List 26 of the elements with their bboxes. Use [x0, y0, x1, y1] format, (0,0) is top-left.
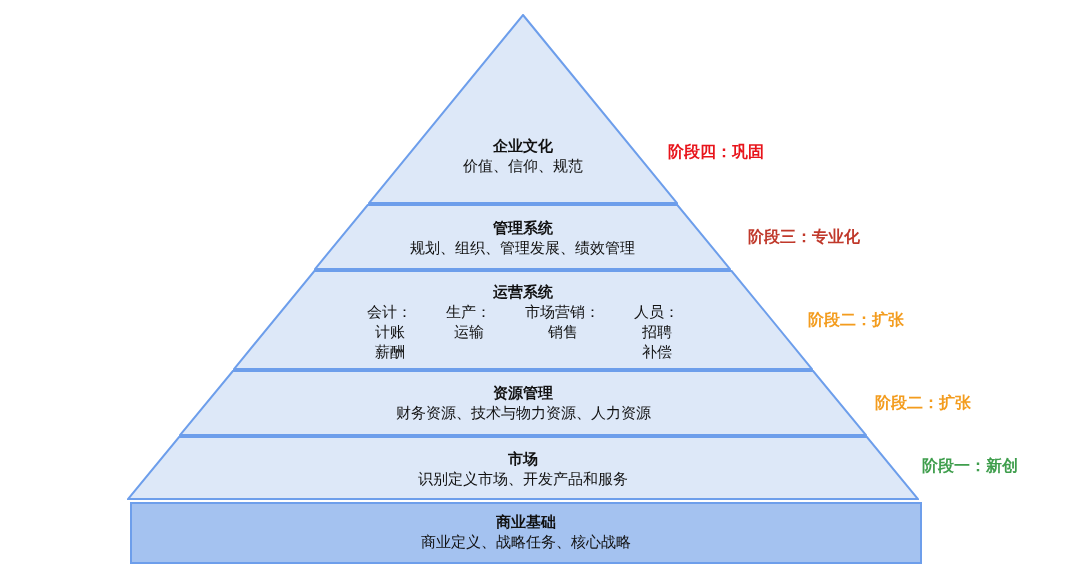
layer-text: 识别定义市场、开发产品和服务: [418, 470, 628, 488]
stage-label: 阶段三：专业化: [748, 227, 860, 248]
layer-text: 商业定义、战略任务、核心战略: [421, 533, 631, 551]
layer-title: 商业基础: [496, 513, 556, 531]
item-text: 薪酬: [374, 343, 405, 361]
item-text: 补偿: [641, 343, 672, 361]
stage-label: 阶段二：扩张: [808, 310, 904, 331]
category-label: 生产：: [446, 303, 491, 321]
layer-text: 规划、组织、管理发展、绩效管理: [410, 239, 635, 257]
stage-label: 阶段二：扩张: [875, 393, 971, 414]
layer-text: 价值、信仰、规范: [463, 157, 583, 175]
item-text: 运输: [453, 323, 484, 341]
category-label: 人员：: [634, 303, 679, 321]
stage-label: 阶段一：新创: [922, 456, 1018, 477]
layer-title: 运营系统: [493, 283, 553, 301]
layer-title: 企业文化: [493, 137, 553, 155]
item-text: 招聘: [641, 323, 672, 341]
category-label: 市场营销：: [525, 303, 600, 321]
stage-label: 阶段四：巩固: [668, 142, 764, 163]
layer-title: 资源管理: [493, 384, 553, 402]
layer-text: 财务资源、技术与物力资源、人力资源: [395, 404, 651, 422]
category-label: 会计：: [367, 303, 412, 321]
item-text: 销售: [547, 323, 578, 341]
item-text: 计账: [374, 323, 405, 341]
layer-title: 管理系统: [492, 219, 553, 237]
layer-title: 市场: [508, 450, 538, 468]
